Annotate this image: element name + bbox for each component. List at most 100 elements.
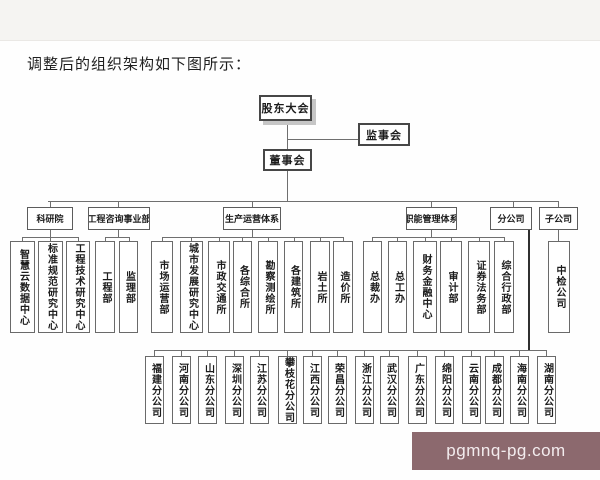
org-box-supervision-dept: 监理部 (119, 241, 138, 333)
connector (451, 237, 452, 241)
connector (364, 350, 365, 356)
connector (181, 350, 182, 356)
org-box-securities-legal-dept: 证券法务部 (468, 241, 490, 333)
connector (287, 350, 288, 356)
connector (259, 350, 260, 356)
connector-branch-bus (154, 350, 547, 351)
connector (558, 230, 559, 241)
connector (444, 350, 445, 356)
org-box-branch-companies: 分公司 (490, 207, 532, 230)
connector (78, 237, 79, 241)
connector (504, 237, 505, 241)
page-top-band (0, 0, 600, 41)
org-box-branch-jiangxi: 江西分公司 (303, 356, 322, 424)
connector (162, 237, 344, 238)
org-box-functional-management-system: 职能管理体系 (406, 207, 457, 230)
connector (372, 237, 505, 238)
org-box-engineering-tech-research-center: 工程技术研究中心 (66, 241, 90, 333)
org-box-cost-institute: 造价所 (333, 241, 353, 333)
org-box-municipal-transport-institute: 市政交通所 (208, 241, 230, 333)
connector-trunk (48, 201, 559, 202)
connector (50, 230, 51, 237)
connector (242, 237, 243, 241)
org-box-production-operation-system: 生产运营体系 (223, 207, 281, 230)
org-box-engineering-consulting-division: 工程咨询事业部 (88, 207, 150, 230)
org-box-branch-shandong: 山东分公司 (198, 356, 217, 424)
connector (105, 237, 130, 238)
connector (397, 237, 398, 241)
connector (105, 237, 106, 241)
org-box-branch-hainan: 海南分公司 (510, 356, 529, 424)
org-box-comprehensive-institutes: 各综合所 (233, 241, 252, 333)
connector (191, 237, 192, 241)
connector (162, 237, 163, 241)
connector (129, 237, 130, 241)
connector (389, 350, 390, 356)
org-box-standards-research-center: 标准规范研究中心 (38, 241, 63, 333)
page-title: 调整后的组织架构如下图所示： (27, 57, 252, 73)
org-box-branch-shenzhen: 深圳分公司 (225, 356, 244, 424)
org-box-research-institute: 科研院 (27, 207, 73, 230)
connector (118, 201, 119, 207)
org-box-branch-hunan: 湖南分公司 (537, 356, 556, 424)
org-box-engineering-dept: 工程部 (95, 241, 115, 333)
connector (287, 171, 288, 201)
org-box-branch-yunnan: 云南分公司 (462, 356, 481, 424)
org-box-president-office: 总裁办 (363, 241, 382, 333)
org-box-general-admin-dept: 综合行政部 (494, 241, 514, 333)
connector-branch-trunk (528, 230, 530, 350)
connector (320, 237, 321, 241)
connector (479, 237, 480, 241)
connector (268, 237, 269, 241)
org-box-smart-cloud-data-center: 智慧云数据中心 (10, 241, 35, 333)
connector (417, 350, 418, 356)
connector (513, 201, 514, 207)
connector (22, 237, 23, 241)
connector (431, 230, 432, 237)
connector (337, 350, 338, 356)
connector (294, 237, 295, 241)
connector (431, 201, 432, 207)
org-box-branch-jiangsu: 江苏分公司 (250, 356, 269, 424)
org-box-survey-mapping-institute: 勘察测绘所 (258, 241, 278, 333)
connector (558, 201, 559, 207)
org-box-branch-fujian: 福建分公司 (145, 356, 164, 424)
org-box-geotechnical-institute: 岩土所 (310, 241, 330, 333)
org-box-branch-henan: 河南分公司 (172, 356, 191, 424)
org-box-shareholders-meeting: 股东大会 (259, 95, 312, 121)
org-box-branch-rongchang: 荣昌分公司 (328, 356, 347, 424)
org-box-branch-chengdu: 成都分公司 (485, 356, 504, 424)
connector (546, 350, 547, 356)
connector (50, 237, 51, 241)
watermark-banner: pgmnq-pg.com (412, 432, 600, 470)
connector (287, 139, 358, 140)
org-box-branch-wuhan: 武汉分公司 (380, 356, 399, 424)
org-box-branch-zhejiang: 浙江分公司 (355, 356, 374, 424)
connector (494, 350, 495, 356)
org-box-branch-mianyang: 绵阳分公司 (435, 356, 454, 424)
org-box-urban-development-research-center: 城市发展研究中心 (180, 241, 203, 333)
connector (372, 237, 373, 241)
org-box-branch-panzhihua: 攀枝花分公司 (278, 356, 297, 424)
connector (343, 237, 344, 241)
connector (118, 230, 119, 237)
connector (519, 350, 520, 356)
org-box-finance-center: 财务金融中心 (413, 241, 437, 333)
connector (207, 350, 208, 356)
org-box-subsidiaries: 子公司 (539, 207, 578, 230)
connector (312, 350, 313, 356)
connector (425, 237, 426, 241)
org-box-supervisory-board: 监事会 (358, 123, 410, 146)
org-box-architecture-institutes: 各建筑所 (284, 241, 303, 333)
connector (50, 201, 51, 207)
org-box-chief-engineer-office: 总工办 (388, 241, 407, 333)
org-box-branch-guangdong: 广东分公司 (408, 356, 427, 424)
connector (154, 350, 155, 356)
connector (252, 230, 253, 237)
org-box-zhongjian-company: 中检公司 (548, 241, 570, 333)
connector (234, 350, 235, 356)
connector (471, 350, 472, 356)
connector (219, 237, 220, 241)
connector (252, 201, 253, 207)
